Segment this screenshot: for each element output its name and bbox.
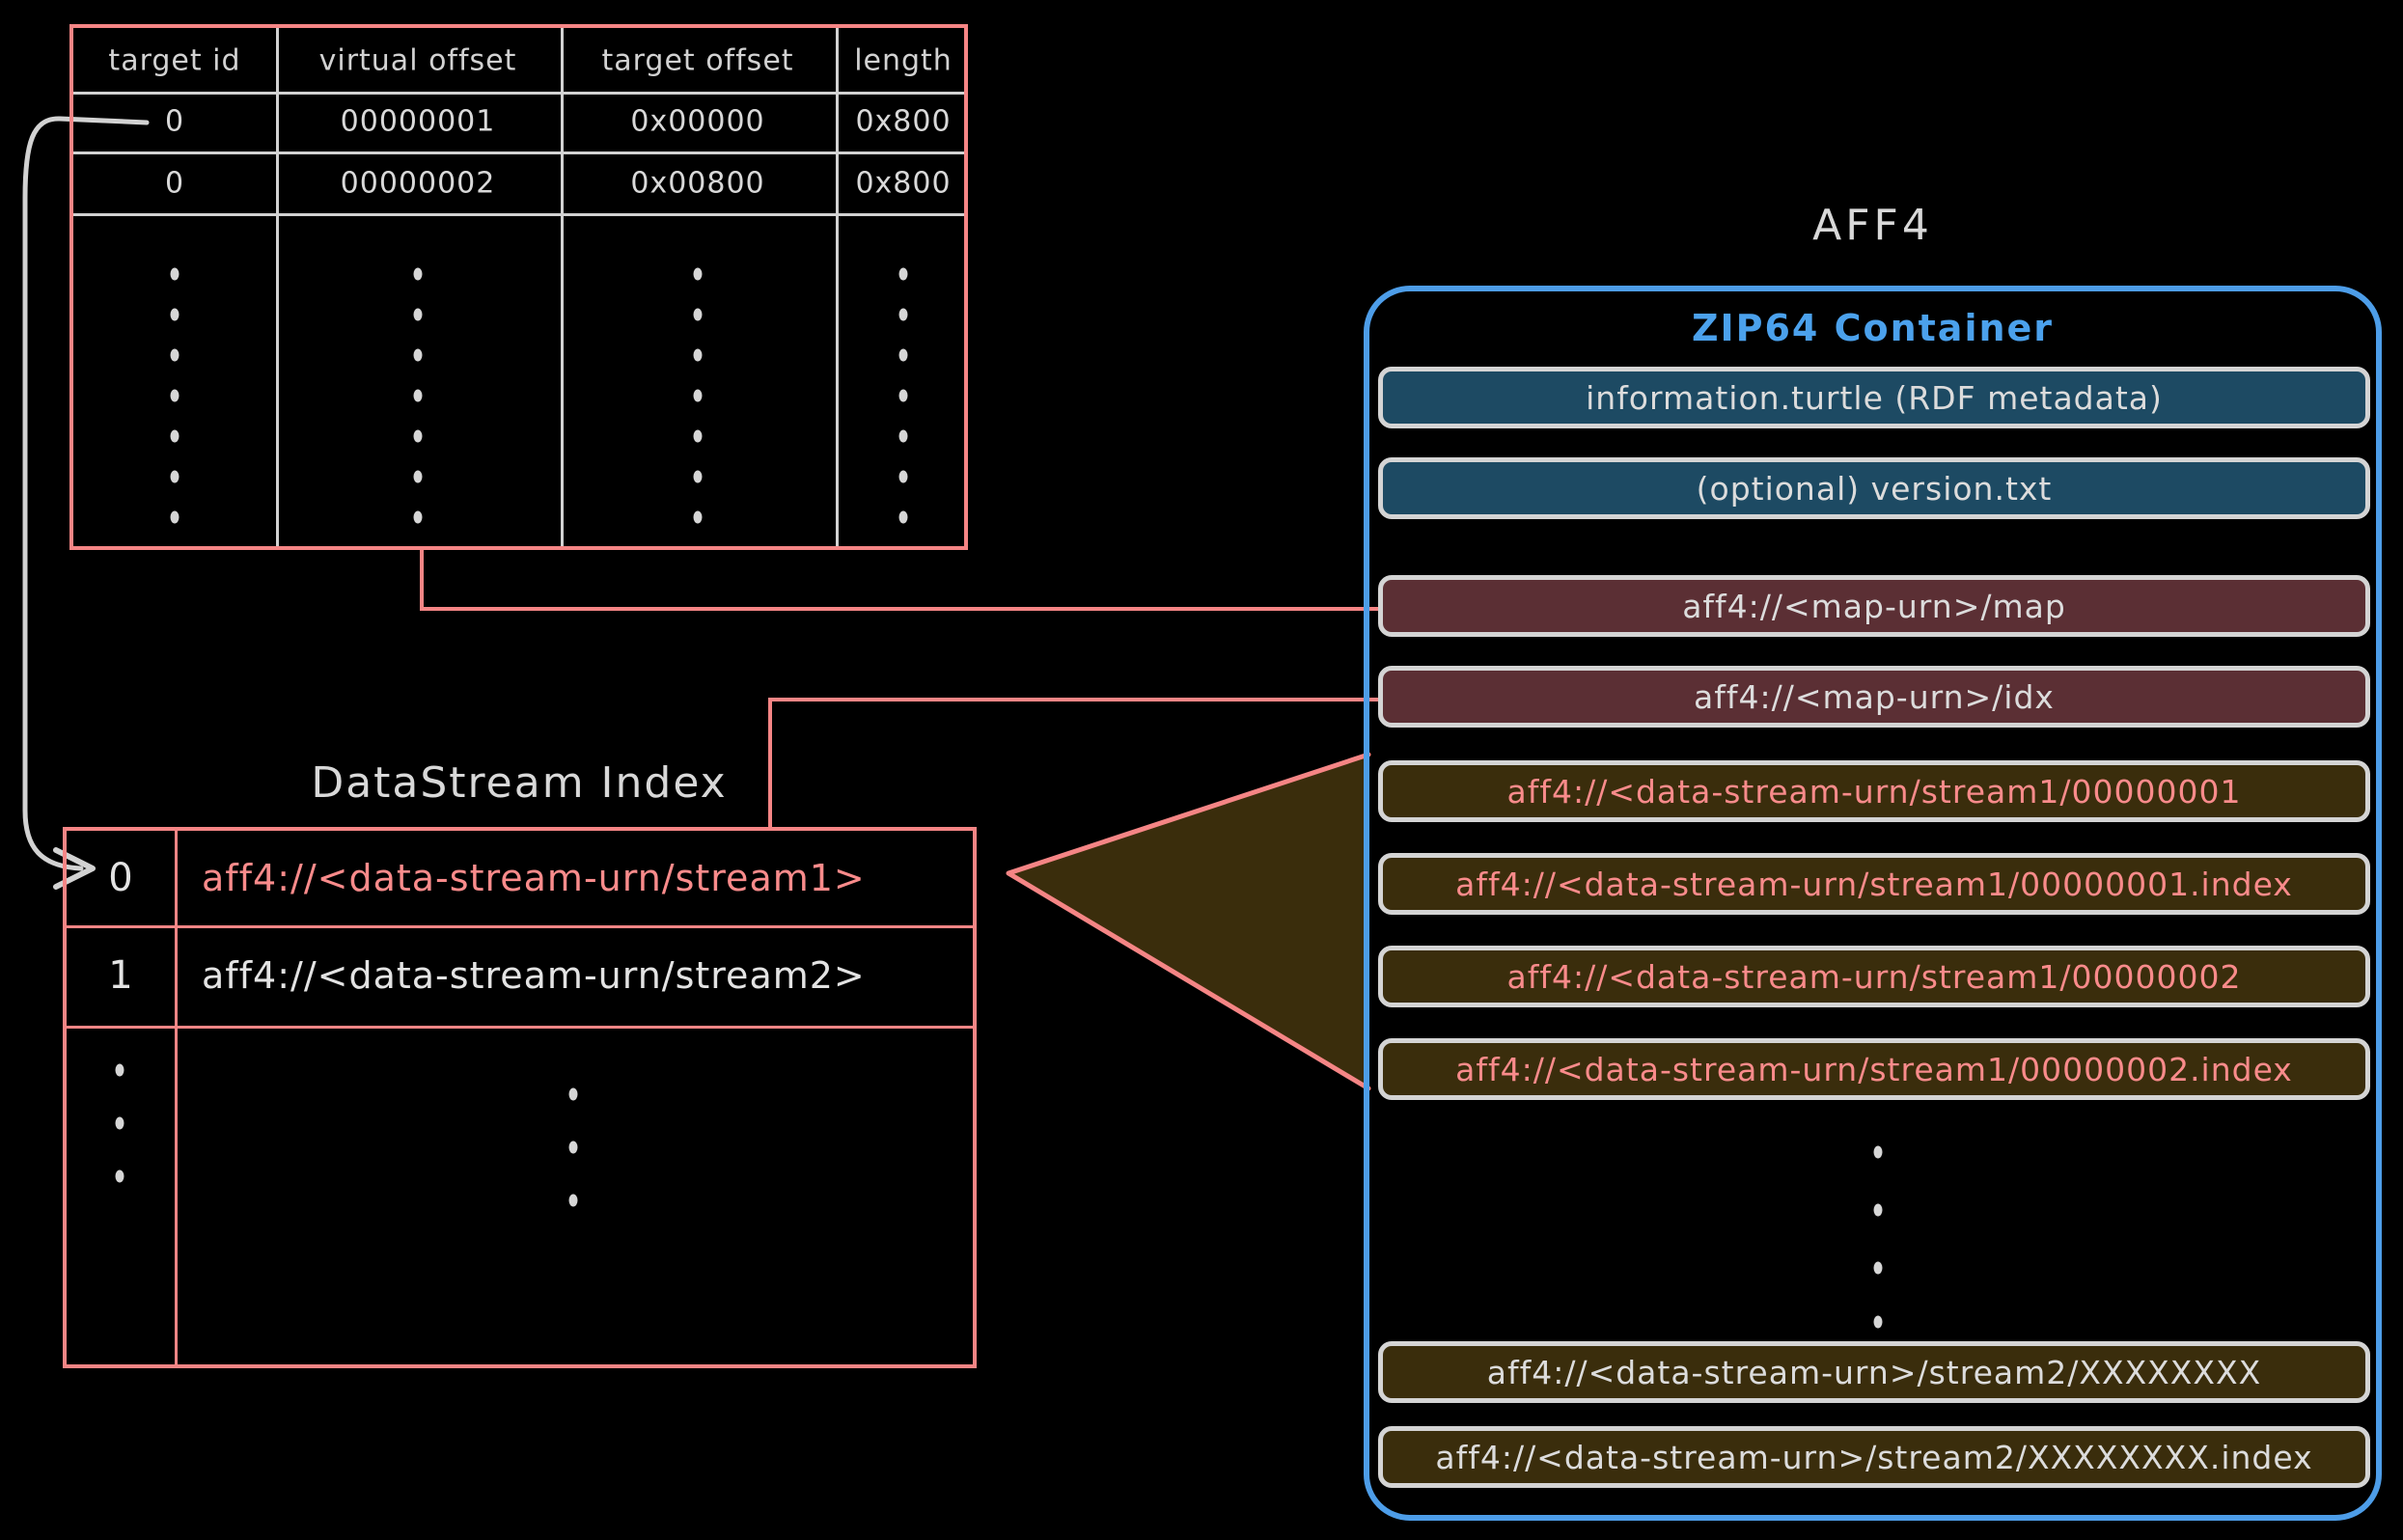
map-table-row-line [73,213,964,216]
map-table-ellipsis-dot [898,267,908,281]
map-table-cell: 0 [164,104,185,139]
ds-row-urn: aff4://<data-stream-urn/stream2> [202,954,866,997]
zip-entry-map: aff4://<map-urn>/idx [1378,666,2370,728]
map-table-ellipsis-dot [413,267,423,281]
datastream-index-title: DataStream Index [311,758,728,808]
ds-row-id: 1 [108,953,133,998]
map-table-column-line [276,28,279,546]
map-table-ellipsis-dot [170,510,180,524]
zip-ellipsis-dot [1873,1261,1883,1275]
map-table-ellipsis-dot [693,510,703,524]
map-table-cell: 00000002 [340,166,496,201]
zip-entry-stream1: aff4://<data-stream-urn/stream1/00000001… [1378,853,2370,915]
map-table-cell: 0 [164,166,185,201]
aff4-label: AFF4 [1812,201,1933,250]
map-table-cell: 00000001 [340,104,496,139]
map-table-header: virtual offset [318,43,517,78]
ds-ellipsis-dot [568,1194,578,1207]
map-table-ellipsis-dot [170,267,180,281]
ds-row-line [67,1026,973,1029]
map-table-column-line [836,28,839,546]
zip-entry-stream1: aff4://<data-stream-urn/stream1/00000002 [1378,946,2370,1007]
zip-ellipsis-dot [1873,1315,1883,1329]
map-table-cell: 0x800 [855,166,952,201]
ds-ellipsis-dot [568,1087,578,1101]
zip-entry-metadata: information.turtle (RDF metadata) [1378,367,2370,428]
map-table-cell: 0x00800 [630,166,765,201]
ds-ellipsis-dot [115,1169,124,1183]
ds-ellipsis-dot [568,1141,578,1154]
map-table-ellipsis-dot [693,267,703,281]
ds-row-id: 0 [108,856,133,900]
zip-ellipsis-dot [1873,1145,1883,1159]
map-table-ellipsis-dot [898,389,908,402]
map-table-header: target offset [601,43,794,78]
map-table-ellipsis-dot [170,308,180,321]
map-table-ellipsis-dot [413,348,423,362]
target-id-arrowhead [53,847,96,890]
zip-entry-stream2: aff4://<data-stream-urn>/stream2/XXXXXXX… [1378,1426,2370,1488]
map-table-ellipsis-dot [693,308,703,321]
target-id-arrow [22,116,150,871]
ds-column-line [175,831,178,1364]
zip-ellipsis-dot [1873,1203,1883,1217]
map-table-ellipsis-dot [898,348,908,362]
map-table-ellipsis-dot [898,429,908,443]
wedge-edges [1006,752,1371,1091]
ds-row-urn: aff4://<data-stream-urn/stream1> [202,857,866,899]
datastream-index-table: 0 aff4://<data-stream-urn/stream1> 1 aff4:/… [63,827,977,1368]
map-table-ellipsis-dot [413,429,423,443]
map-table-ellipsis-dot [693,348,703,362]
map-table-ellipsis-dot [170,348,180,362]
map-table-ellipsis-dot [413,510,423,524]
zip64-container-title: ZIP64 Container [1691,307,2055,349]
map-table-row-line [73,151,964,154]
map-table-ellipsis-dot [170,429,180,443]
ds-ellipsis-dot [115,1116,124,1130]
map-table-header: target id [108,43,241,78]
zip-entry-map: aff4://<map-urn>/map [1378,575,2370,637]
zip-entry-stream1: aff4://<data-stream-urn/stream1/00000001 [1378,760,2370,822]
map-table-ellipsis-dot [898,470,908,483]
map-table-header: length [854,43,953,78]
zip-entry-stream1: aff4://<data-stream-urn/stream1/00000002… [1378,1038,2370,1100]
map-table-ellipsis-dot [170,470,180,483]
map-table: target id virtual offset target offset leng… [69,24,968,550]
map-table-row-line [73,92,964,95]
map-table-column-line [561,28,564,546]
map-table-cell: 0x800 [855,104,952,139]
ds-ellipsis-dot [115,1063,124,1077]
ds-row-line [67,925,973,928]
zip-entry-stream2: aff4://<data-stream-urn>/stream2/XXXXXXX… [1378,1341,2370,1403]
idx-connector-line [768,698,1382,830]
zip-entry-metadata: (optional) version.txt [1378,457,2370,519]
map-table-ellipsis-dot [693,389,703,402]
map-table-ellipsis-dot [898,308,908,321]
map-table-ellipsis-dot [413,470,423,483]
map-table-ellipsis-dot [170,389,180,402]
zip64-container: ZIP64 Container information.turtle (RDF … [1364,286,2382,1521]
map-connector-line [420,550,1382,611]
map-table-ellipsis-dot [413,308,423,321]
map-table-ellipsis-dot [898,510,908,524]
map-table-ellipsis-dot [693,470,703,483]
map-table-cell: 0x00000 [630,104,765,139]
map-table-ellipsis-dot [413,389,423,402]
stream1-expansion-wedge [1008,755,1368,1088]
map-table-ellipsis-dot [693,429,703,443]
